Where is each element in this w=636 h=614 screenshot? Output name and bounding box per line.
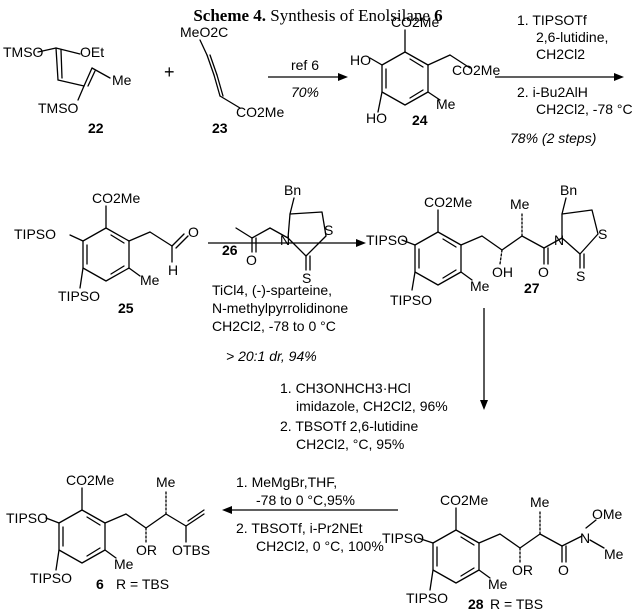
label-22-me: Me — [112, 72, 132, 88]
step2-line5: CH2Cl2, -78 °C — [536, 101, 633, 117]
label-26-s-ring: S — [324, 222, 334, 238]
structure-26 — [235, 197, 327, 271]
label-28-n: N — [580, 530, 591, 546]
label-28-r-definition: R = TBS — [490, 596, 544, 612]
step4-line4: CH2Cl2, °C, 95% — [296, 436, 405, 452]
structure-25 — [69, 205, 189, 289]
step5-line3: 2. TBSOTf, i-Pr2NEt — [236, 520, 363, 536]
label-22-tmso-bottom: TMSO — [38, 100, 79, 116]
label-25-me: Me — [140, 272, 160, 288]
step5-line2: -78 to 0 °C,95% — [256, 492, 355, 508]
step1-yield: 70% — [290, 84, 320, 100]
label-22-oet: OEt — [80, 44, 105, 60]
label-26-o: O — [246, 252, 257, 268]
label-27-s-thione: S — [576, 268, 586, 284]
label-26-n: N — [280, 232, 291, 248]
step1-reagent: ref 6 — [290, 57, 319, 73]
label-25-h: H — [168, 262, 179, 278]
step4-line3: 2. TBSOTf 2,6-lutidine — [280, 418, 419, 434]
label-25-co2me: CO2Me — [92, 190, 141, 206]
label-28-tipso-top: TIPSO — [382, 530, 425, 546]
label-28-o: O — [558, 562, 569, 578]
label-24-co2me-side: CO2Me — [452, 62, 501, 78]
label-6-me-top: Me — [156, 474, 176, 490]
label-28-or: OR — [512, 562, 533, 578]
label-27-me-top: Me — [510, 196, 530, 212]
label-28-tipso-bottom: TIPSO — [406, 590, 449, 606]
step2-yield: 78% (2 steps) — [510, 130, 597, 146]
label-24-co2me-top: CO2Me — [391, 14, 440, 30]
step3-line2: N-methylpyrrolidinone — [212, 300, 349, 316]
label-28-nme: Me — [604, 546, 624, 562]
step4-line1: 1. CH3ONHCH3·HCl — [280, 380, 411, 396]
step2-line2: 2,6-lutidine, — [536, 29, 609, 45]
label-6-otbs: OTBS — [172, 542, 211, 558]
step3-yield: > 20:1 dr, 94% — [226, 348, 317, 364]
structure-22 — [37, 47, 111, 101]
compound-number-6: 6 — [96, 576, 104, 592]
label-28-me-top: Me — [530, 494, 550, 510]
label-26-s-thione: S — [302, 270, 312, 286]
structure-23 — [199, 39, 241, 109]
label-27-n: N — [554, 232, 565, 248]
step2-line4: 2. i-Bu2AlH — [517, 84, 588, 100]
compound-number-26: 26 — [222, 242, 238, 258]
structure-27 — [401, 197, 599, 291]
label-27-tipso-top: TIPSO — [366, 232, 409, 248]
label-6-r-definition: R = TBS — [116, 576, 170, 592]
label-23-ester-top: MeO2C — [180, 24, 229, 40]
scheme-title: Scheme 4. Synthesis of Enolsilane 6 — [0, 6, 636, 26]
scheme-label: Scheme 4. — [193, 6, 267, 25]
compound-number-27: 27 — [524, 280, 540, 296]
label-26-bn: Bn — [284, 182, 302, 198]
reaction-arrows — [208, 76, 618, 511]
label-27-bn: Bn — [560, 182, 578, 198]
structure-6 — [45, 487, 205, 571]
label-28-ome: OMe — [592, 506, 623, 522]
label-27-oh: OH — [492, 264, 513, 280]
label-6-tipso-bottom: TIPSO — [30, 570, 73, 586]
label-25-o: O — [188, 224, 199, 240]
label-6-or: OR — [136, 542, 157, 558]
compound-number-23: 23 — [212, 120, 228, 136]
label-28-co2me: CO2Me — [440, 492, 489, 508]
step2-line3: CH2Cl2 — [536, 46, 586, 62]
label-27-tipso-bottom: TIPSO — [390, 292, 433, 308]
label-25-tipso-bottom: TIPSO — [58, 288, 101, 304]
label-25-tipso-top: TIPSO — [14, 226, 57, 242]
label-24-me: Me — [436, 96, 456, 112]
plus-sign: + — [164, 62, 175, 82]
label-22-tmso-top: TMSO — [3, 44, 44, 60]
step5-line4: CH2Cl2, 0 °C, 100% — [256, 538, 384, 554]
label-27-o: O — [538, 264, 549, 280]
scheme-title-number: 6 — [434, 6, 443, 25]
label-6-co2me: CO2Me — [66, 472, 115, 488]
label-24-ho-top: HO — [350, 52, 371, 68]
compound-number-24: 24 — [412, 112, 428, 128]
label-23-ester-bottom: CO2Me — [236, 104, 285, 120]
step3-line1: TiCl4, (-)-sparteine, — [212, 282, 333, 298]
scheme-title-text: Synthesis of Enolsilane — [270, 6, 430, 25]
label-6-me: Me — [114, 556, 134, 572]
structure-24 — [369, 29, 471, 113]
step4-line2: imidazole, CH2Cl2, 96% — [296, 398, 448, 414]
label-24-ho-bottom: HO — [366, 110, 387, 126]
structure-28 — [417, 507, 605, 591]
compound-number-25: 25 — [118, 300, 134, 316]
compound-number-28: 28 — [468, 596, 484, 612]
label-6-tipso-top: TIPSO — [6, 510, 49, 526]
step5-line1: 1. MeMgBr,THF, — [236, 474, 338, 490]
label-27-me: Me — [470, 278, 490, 294]
step2-line1: 1. TIPSOTf — [517, 12, 587, 28]
step3-line3: CH2Cl2, -78 to 0 °C — [212, 318, 336, 334]
compound-number-22: 22 — [88, 120, 104, 136]
label-27-co2me: CO2Me — [424, 194, 473, 210]
label-27-s-ring: S — [598, 226, 608, 242]
label-28-me: Me — [488, 576, 508, 592]
